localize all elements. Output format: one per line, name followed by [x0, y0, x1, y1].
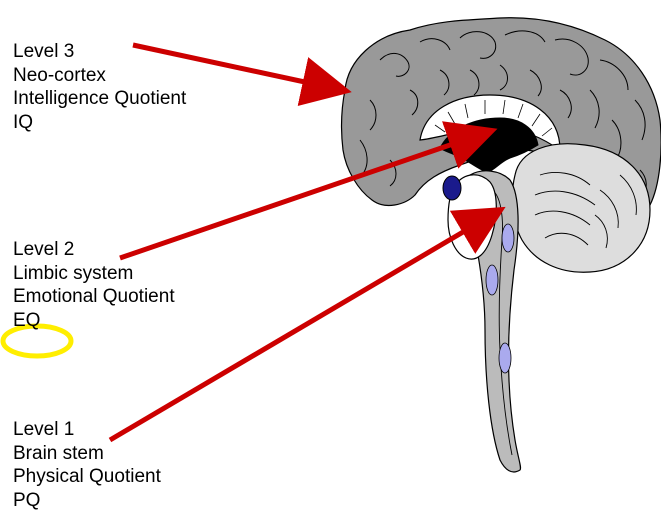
level-2-label-group: Level 2 Limbic system Emotional Quotient…	[13, 238, 175, 332]
level-1-structure: Brain stem	[13, 442, 161, 466]
dark-blue-structure	[443, 176, 461, 200]
level-1-title: Level 1	[13, 418, 161, 442]
level-1-quotient: Physical Quotient	[13, 465, 161, 489]
ventricle-blob	[502, 224, 514, 252]
level-2-structure: Limbic system	[13, 262, 175, 286]
level-3-label-group: Level 3 Neo-cortex Intelligence Quotient…	[13, 40, 186, 134]
cerebellum	[512, 144, 650, 272]
level-3-structure: Neo-cortex	[13, 64, 186, 88]
level-3-abbreviation: IQ	[13, 111, 186, 135]
ventricle-blob	[486, 265, 498, 295]
ventricle-blob	[499, 343, 511, 373]
level-1-abbreviation: PQ	[13, 489, 161, 513]
level-2-title: Level 2	[13, 238, 175, 262]
arrow-level2	[120, 132, 488, 258]
level-1-label-group: Level 1 Brain stem Physical Quotient PQ	[13, 418, 161, 512]
level-2-abbreviation: EQ	[13, 309, 175, 333]
level-3-title: Level 3	[13, 40, 186, 64]
level-3-quotient: Intelligence Quotient	[13, 87, 186, 111]
level-2-quotient: Emotional Quotient	[13, 285, 175, 309]
